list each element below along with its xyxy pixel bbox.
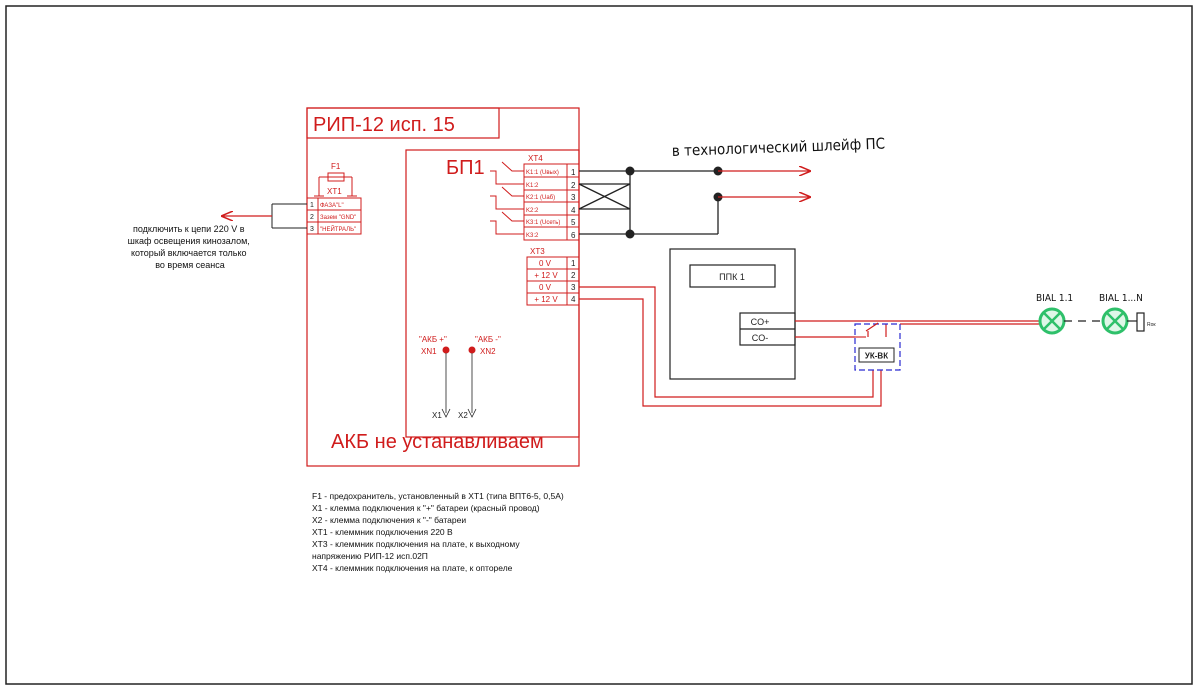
xt4-row-num: 3 xyxy=(571,193,576,202)
xt1-rows: 1 ФАЗА"L" 2 Зазем "GND" 3 "НЕЙТРАЛЬ" xyxy=(310,202,356,233)
ukvk-contact xyxy=(855,322,879,338)
loop-wiring xyxy=(795,320,1040,338)
xn1-terminal xyxy=(442,346,450,354)
supply-note-line: шкаф освещения кинозалом, xyxy=(128,236,250,246)
xt4-label: XT4 xyxy=(528,154,543,163)
page-frame xyxy=(5,5,1193,685)
ppk-unit xyxy=(669,248,796,380)
xt3-rows: 0 V 1 + 12 V 2 0 V 3 + 12 V 4 xyxy=(534,259,576,304)
xn2-label: XN2 xyxy=(480,347,496,356)
power-wiring xyxy=(579,286,882,407)
legend-line: Х2 - клемма подключения к "-" батареи xyxy=(312,515,466,525)
resistor-label: Rок xyxy=(1147,322,1156,328)
legend-line: F1 - предохранитель, установленный в ХТ1… xyxy=(312,491,564,501)
xt3-row-text: + 12 V xyxy=(534,271,558,280)
legend-line: ХТ4 - клеммник подключения на плате, к о… xyxy=(312,563,513,573)
x2-label: X2 xyxy=(458,411,468,420)
lamp-first-label: BIAL 1.1 xyxy=(1036,293,1073,304)
ppk-label: ППК 1 xyxy=(719,272,745,282)
xt4-row-num: 4 xyxy=(571,206,576,215)
xt4-row-num: 2 xyxy=(571,181,576,190)
ukvk-label: УК-ВК xyxy=(865,352,888,361)
legend-line: ХТ3 - клеммник подключения на плате, к в… xyxy=(312,539,520,549)
xt3-label: XT3 xyxy=(530,247,545,256)
junction-dots xyxy=(625,166,723,239)
xn1-label: XN1 xyxy=(421,347,437,356)
supply-wires xyxy=(271,203,307,229)
xt4-row-text: K2:2 xyxy=(526,208,539,214)
xt1-label: XT1 xyxy=(327,187,342,196)
lamp-last-label: BIAL 1...N xyxy=(1099,293,1143,304)
xt4-row-text: K3:1 (Uсеть) xyxy=(526,220,560,226)
legend: F1 - предохранитель, установленный в ХТ1… xyxy=(312,491,566,573)
xt4-row-text: K2:1 (Uаб) xyxy=(526,195,555,201)
supply-note-line: подключить к цепи 220 V в xyxy=(133,224,245,234)
xt1-row-text: ФАЗА"L" xyxy=(320,203,344,209)
supply-note-line: который включается только xyxy=(131,248,247,258)
ukvk-relay-box xyxy=(858,347,895,363)
xt3-row-num: 2 xyxy=(571,271,576,280)
legend-line: ХТ1 - клеммник подключения 220 В xyxy=(312,527,453,537)
supply-note: подключить к цепи 220 V в шкаф освещения… xyxy=(128,224,253,270)
supply-note-line: во время сеанса xyxy=(155,260,225,270)
co-plus-label: CO+ xyxy=(751,317,770,327)
xt3-row-num: 3 xyxy=(571,283,576,292)
akb-minus-label: "АКБ -" xyxy=(475,335,501,344)
lamp-bial-1-n xyxy=(1101,307,1129,335)
xt1-block xyxy=(306,172,362,235)
xt1-row-num: 2 xyxy=(310,214,314,221)
x1-label: X1 xyxy=(432,411,442,420)
akb-plus-label: "АКБ +" xyxy=(419,335,447,344)
xt3-row-text: 0 V xyxy=(539,283,552,292)
akb-wires xyxy=(441,353,477,418)
xt3-row-num: 1 xyxy=(571,259,576,268)
lamp-bial-1-1 xyxy=(1038,307,1066,335)
xt3-block xyxy=(526,256,580,306)
resistor-icon xyxy=(1136,312,1145,332)
xn2-terminal xyxy=(468,346,476,354)
shleif-label: в технологический шлейф ПС xyxy=(672,135,886,160)
ukvk-dashed-box xyxy=(854,323,901,371)
xt4-row-num: 5 xyxy=(571,218,576,227)
rip-title: РИП-12 исп. 15 xyxy=(313,114,455,136)
xt4-row-text: K1:1 (Uвых) xyxy=(526,170,559,176)
legend-line: Х1 - клемма подключения к "+" батареи (к… xyxy=(312,503,540,513)
xt1-row-text: Зазем "GND" xyxy=(320,215,356,221)
xt4-row-num: 6 xyxy=(571,231,576,240)
xt4-row-text: K3:2 xyxy=(526,233,539,239)
legend-line: напряжению РИП-12 исп.02П xyxy=(312,551,428,561)
xt1-fuse-label: F1 xyxy=(331,162,341,171)
xt4-row-text: K1:2 xyxy=(526,183,539,189)
akb-note: АКБ не устанавливаем xyxy=(331,431,544,453)
xt1-row-text: "НЕЙТРАЛЬ" xyxy=(320,225,356,233)
xt4-block xyxy=(490,161,580,241)
xt4-row-num: 1 xyxy=(571,168,576,177)
bp-label: БП1 xyxy=(446,157,485,179)
xt1-row-num: 3 xyxy=(310,226,314,233)
co-minus-label: CO- xyxy=(752,333,769,343)
xt1-row-num: 1 xyxy=(310,202,314,209)
shleif-wiring xyxy=(578,170,719,235)
xt4-rows: K1:1 (Uвых) 1 K1:2 2 K2:1 (Uаб) 3 K2:2 4… xyxy=(526,168,576,240)
xt3-row-text: + 12 V xyxy=(534,295,558,304)
xt3-row-text: 0 V xyxy=(539,259,552,268)
xt3-row-num: 4 xyxy=(571,295,576,304)
